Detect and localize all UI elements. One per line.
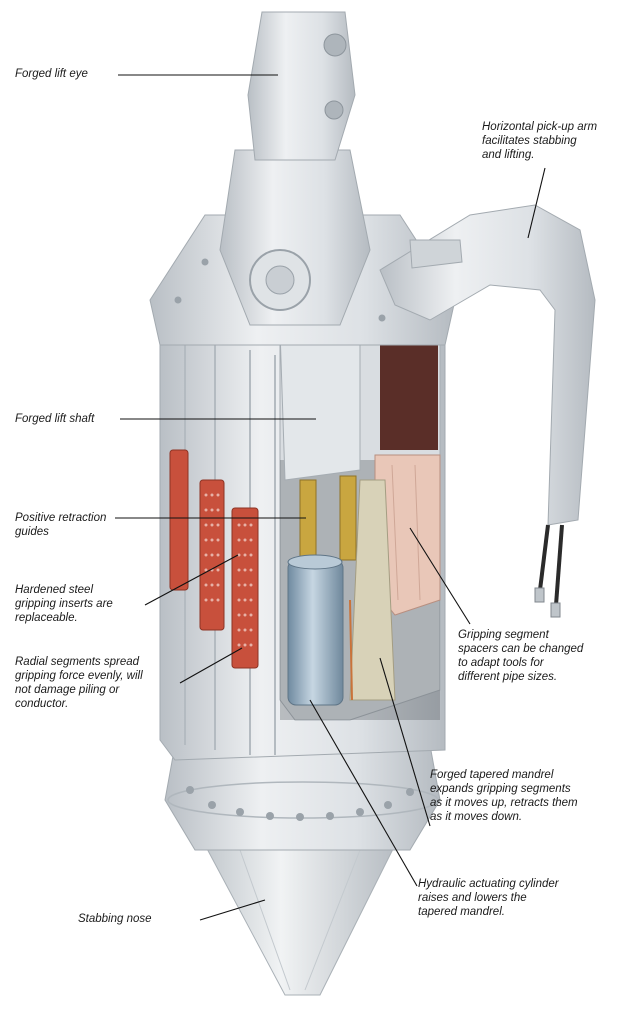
retraction-guide-left [300,480,316,560]
label-forged-tapered-mandrel: Forged tapered mandrel expands gripping … [430,768,578,824]
label-forged-lift-eye: Forged lift eye [15,67,88,81]
label-hardened-steel-inserts: Hardened steel gripping inserts are repl… [15,583,113,625]
lift-shaft-shape [280,330,360,480]
label-hydraulic-actuating-cylinder: Hydraulic actuating cylinder raises and … [418,877,559,919]
hydraulic-cylinder-shape [288,560,343,705]
label-forged-lift-shaft: Forged lift shaft [15,412,94,426]
label-stabbing-nose: Stabbing nose [78,912,152,926]
label-positive-retraction-guides: Positive retraction guides [15,511,106,539]
retraction-guide-right [340,476,356,560]
label-gripping-segment-spacers: Gripping segment spacers can be changed … [458,628,583,684]
label-radial-segments: Radial segments spread gripping force ev… [15,655,143,711]
label-horizontal-pickup-arm: Horizontal pick-up arm facilitates stabb… [482,120,597,162]
stabbing-nose-shape [205,845,395,995]
lower-flange-shape [165,745,440,850]
